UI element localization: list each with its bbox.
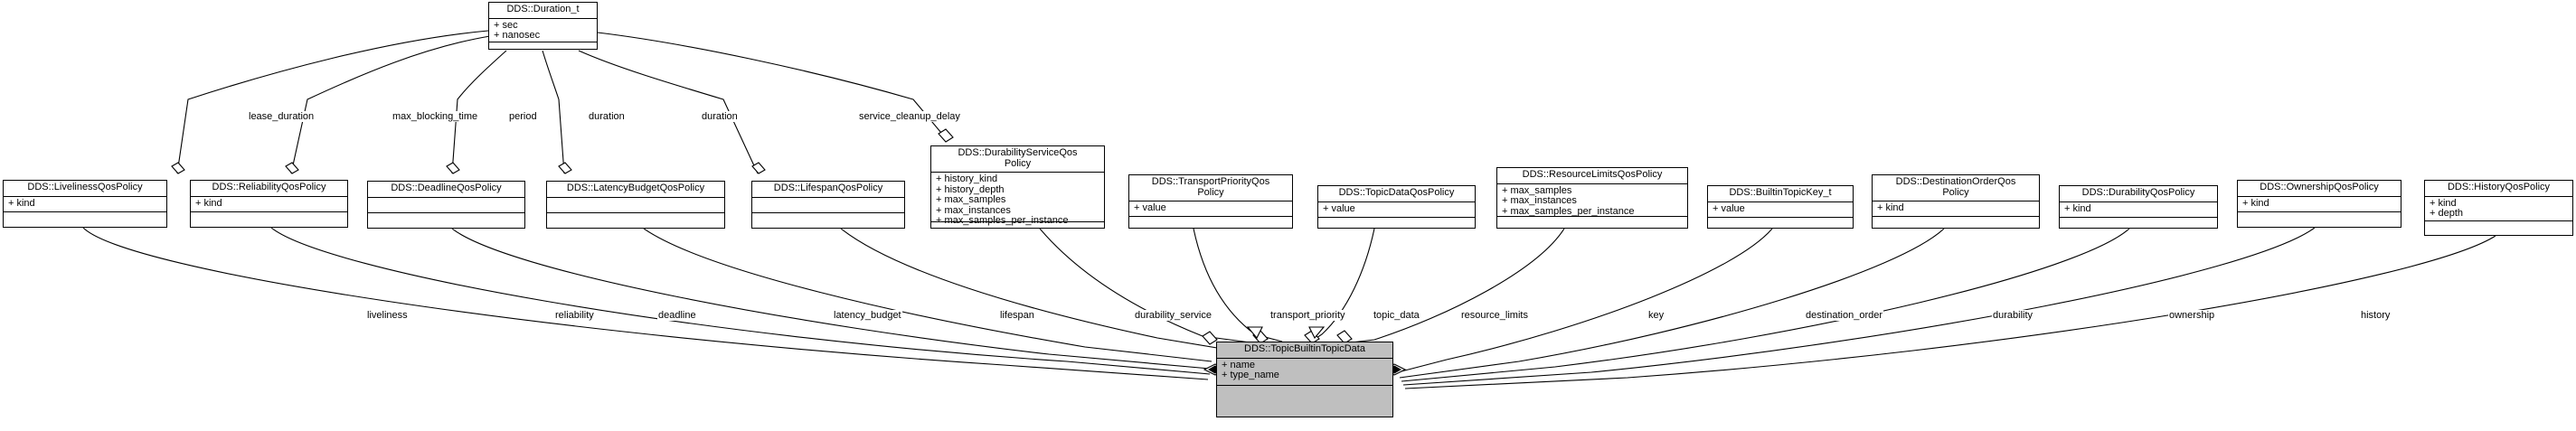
uml-class-title-reliability: DDS::ReliabilityQosPolicy — [191, 181, 347, 197]
edge-label-max_blocking_time: max_blocking_time — [392, 111, 479, 122]
uml-class-attributes-liveliness: + kind — [4, 197, 166, 212]
edge-label-ownership_lbl: ownership — [2168, 310, 2216, 321]
uml-class-title-latency_budget: DDS::LatencyBudgetQosPolicy — [547, 182, 724, 198]
uml-class-title-ownership: DDS::OwnershipQosPolicy — [2238, 181, 2401, 197]
uml-class-attributes-destination_order: + kind — [1873, 201, 2039, 217]
edge-label-service_cleanup_delay: service_cleanup_delay — [858, 111, 961, 122]
uml-class-deadline[interactable]: DDS::DeadlineQosPolicy — [367, 181, 525, 229]
uml-class-title-key: DDS::BuiltinTopicKey_t — [1708, 186, 1853, 202]
uml-class-title-topic_data: DDS::TopicDataQosPolicy — [1318, 186, 1475, 202]
edge-label-transport_priority_lbl: transport_priority — [1269, 310, 1346, 321]
edge-label-durability_service_lbl: durability_service — [1134, 310, 1213, 321]
edge-label-latency_budget_lbl: latency_budget — [833, 310, 902, 321]
edge-label-period: period — [508, 111, 538, 122]
uml-class-attributes-durability: + kind — [2060, 202, 2217, 218]
uml-class-liveliness[interactable]: DDS::LivelinessQosPolicy+ kind — [3, 180, 167, 228]
uml-class-attributes-history: + kind + depth — [2425, 197, 2572, 221]
uml-class-reliability[interactable]: DDS::ReliabilityQosPolicy+ kind — [190, 180, 348, 228]
edge-label-deadline_lbl: deadline — [657, 310, 697, 321]
uml-class-attributes-ownership: + kind — [2238, 197, 2401, 212]
uml-class-attributes-lifespan — [752, 198, 904, 213]
edge-label-liveliness_lbl: liveliness — [366, 310, 409, 321]
uml-class-attributes-resource_limits: + max_samples + max_instances + max_samp… — [1497, 184, 1687, 217]
uml-class-title-destination_order: DDS::DestinationOrderQos Policy — [1873, 175, 2039, 201]
edge-label-history_lbl: history — [2360, 310, 2392, 321]
edge-label-duration_latency: duration — [701, 111, 739, 122]
uml-class-durability_service[interactable]: DDS::DurabilityServiceQos Policy+ histor… — [930, 145, 1105, 229]
uml-class-attributes-deadline — [368, 198, 524, 213]
uml-class-title-deadline: DDS::DeadlineQosPolicy — [368, 182, 524, 198]
uml-class-ownership[interactable]: DDS::OwnershipQosPolicy+ kind — [2237, 180, 2401, 228]
edge-label-resource_limits_lbl: resource_limits — [1460, 310, 1529, 321]
uml-class-key[interactable]: DDS::BuiltinTopicKey_t+ value — [1707, 185, 1854, 229]
edge-label-key_lbl: key — [1647, 310, 1665, 321]
uml-class-resource_limits[interactable]: DDS::ResourceLimitsQosPolicy+ max_sample… — [1496, 167, 1688, 229]
uml-class-title-topic_builtin_topic_data: DDS::TopicBuiltinTopicData — [1217, 342, 1392, 359]
edge-label-lease_duration: lease_duration — [248, 111, 316, 122]
edge-label-durability_lbl: durability — [1992, 310, 2034, 321]
uml-class-lifespan[interactable]: DDS::LifespanQosPolicy — [751, 181, 905, 229]
uml-class-topic_data[interactable]: DDS::TopicDataQosPolicy+ value — [1317, 185, 1476, 229]
uml-class-title-history: DDS::HistoryQosPolicy — [2425, 181, 2572, 197]
uml-class-attributes-duration_t: + sec + nanosec — [489, 19, 597, 42]
edge-label-lifespan_lbl: lifespan — [999, 310, 1035, 321]
edge-label-destination_order_lbl: destination_order — [1805, 310, 1884, 321]
uml-class-attributes-reliability: + kind — [191, 197, 347, 212]
uml-class-durability[interactable]: DDS::DurabilityQosPolicy+ kind — [2059, 185, 2218, 229]
uml-class-attributes-topic_builtin_topic_data: + name + type_name — [1217, 359, 1392, 386]
edge-label-topic_data_lbl: topic_data — [1373, 310, 1420, 321]
uml-class-attributes-durability_service: + history_kind + history_depth + max_sam… — [931, 173, 1104, 226]
uml-class-title-lifespan: DDS::LifespanQosPolicy — [752, 182, 904, 198]
uml-class-attributes-latency_budget — [547, 198, 724, 213]
uml-class-attributes-key: + value — [1708, 202, 1853, 218]
uml-class-title-durability: DDS::DurabilityQosPolicy — [2060, 186, 2217, 202]
uml-class-title-transport_priority: DDS::TransportPriorityQos Policy — [1129, 175, 1292, 201]
edge-label-reliability_lbl: reliability — [554, 310, 595, 321]
uml-class-duration_t[interactable]: DDS::Duration_t+ sec + nanosec — [488, 2, 598, 50]
uml-class-topic_builtin_topic_data[interactable]: DDS::TopicBuiltinTopicData+ name + type_… — [1216, 342, 1393, 417]
uml-class-transport_priority[interactable]: DDS::TransportPriorityQos Policy+ value — [1128, 174, 1293, 229]
uml-class-destination_order[interactable]: DDS::DestinationOrderQos Policy+ kind — [1872, 174, 2040, 229]
uml-class-attributes-transport_priority: + value — [1129, 201, 1292, 217]
uml-class-title-durability_service: DDS::DurabilityServiceQos Policy — [931, 146, 1104, 173]
uml-class-latency_budget[interactable]: DDS::LatencyBudgetQosPolicy — [546, 181, 725, 229]
uml-class-history[interactable]: DDS::HistoryQosPolicy+ kind + depth — [2424, 180, 2573, 236]
uml-class-title-liveliness: DDS::LivelinessQosPolicy — [4, 181, 166, 197]
uml-class-attributes-topic_data: + value — [1318, 202, 1475, 218]
uml-class-title-duration_t: DDS::Duration_t — [489, 3, 597, 19]
uml-class-title-resource_limits: DDS::ResourceLimitsQosPolicy — [1497, 168, 1687, 184]
edge-label-duration_deadline: duration — [588, 111, 626, 122]
